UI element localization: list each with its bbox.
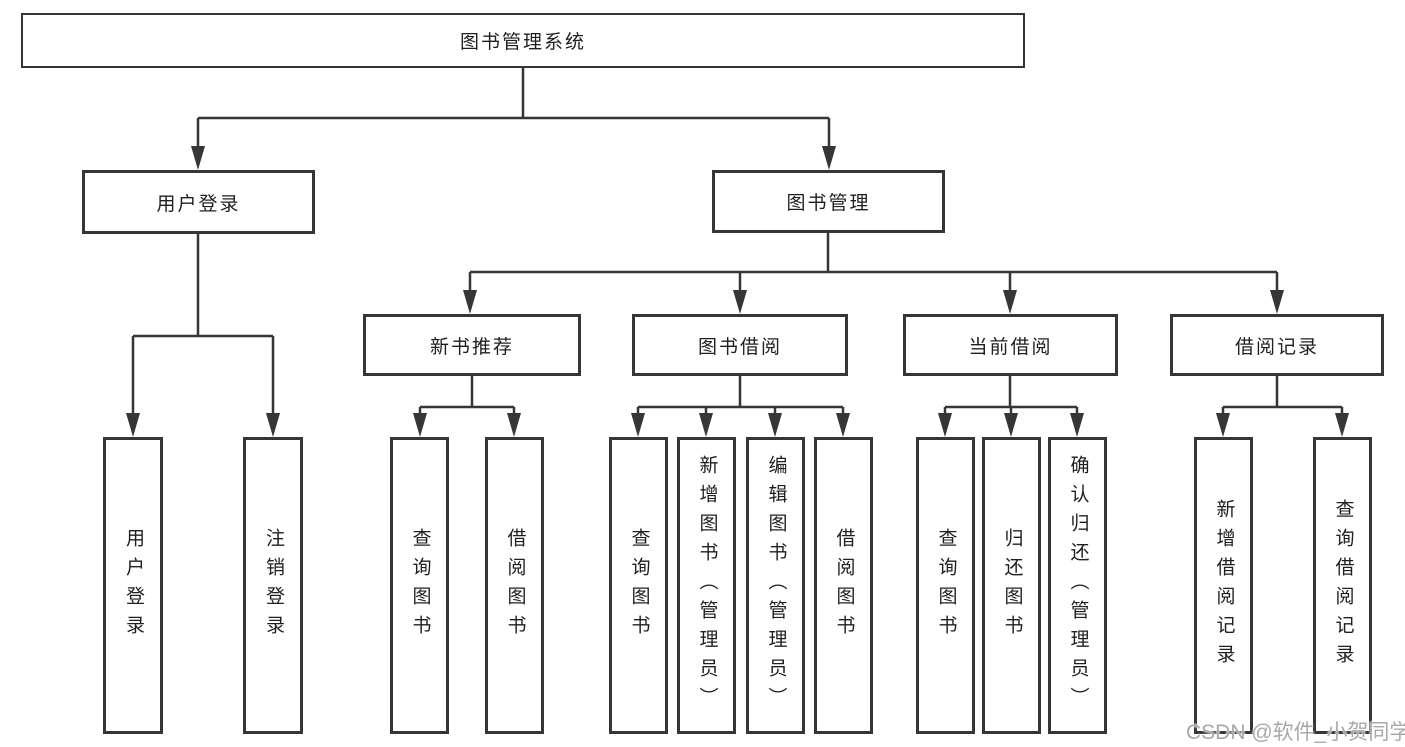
edge-newbookrec-to-leaves (418, 376, 516, 416)
edge-borrowrecords-to-leaves (1221, 376, 1344, 416)
node-root-system: 图书管理系统 (21, 13, 1025, 68)
node-new-book-recommend-label: 新书推荐 (429, 336, 514, 358)
edge-bookmgmt-to-level3 (468, 233, 1279, 292)
leaf-borrow-books-recommend: 借阅图书 (485, 437, 544, 734)
edge-bookborrow-to-leaves (636, 376, 845, 416)
leaf-borrow-books: 借阅图书 (814, 437, 873, 734)
edge-userlogin-to-leaves (131, 234, 275, 416)
node-book-management: 图书管理 (712, 170, 945, 233)
node-root-label: 图书管理系统 (459, 32, 586, 53)
node-new-book-recommend: 新书推荐 (363, 314, 581, 376)
node-book-borrowing-label: 图书借阅 (697, 336, 782, 358)
leaf-return-book: 归还图书 (982, 437, 1041, 734)
node-book-management-label: 图书管理 (786, 193, 871, 214)
node-borrowing-records-label: 借阅记录 (1234, 336, 1319, 358)
node-user-login: 用户登录 (82, 170, 315, 234)
leaf-add-book-admin: 新增图书（管理员） (677, 437, 736, 734)
node-current-borrowing-label: 当前借阅 (968, 336, 1053, 358)
leaf-edit-book-admin: 编辑图书（管理员） (746, 437, 805, 734)
leaf-query-books-current: 查询图书 (916, 437, 975, 734)
leaf-query-books-recommend: 查询图书 (390, 437, 449, 734)
csdn-watermark: CSDN @软件_小贺同学 (1186, 721, 1405, 744)
leaf-query-books-borrowing: 查询图书 (609, 437, 668, 734)
node-book-borrowing: 图书借阅 (632, 314, 848, 376)
edge-currentborrow-to-leaves (943, 376, 1079, 416)
leaf-confirm-return-admin: 确认归还（管理员） (1048, 437, 1107, 734)
edge-root-to-level2 (196, 68, 831, 150)
node-current-borrowing: 当前借阅 (903, 314, 1118, 376)
leaf-logout: 注销登录 (243, 437, 303, 734)
leaf-add-borrow-record: 新增借阅记录 (1194, 437, 1253, 734)
leaf-user-login: 用户登录 (103, 437, 163, 734)
leaf-query-borrow-record: 查询借阅记录 (1313, 437, 1372, 734)
arrowheads (126, 146, 1349, 437)
node-user-login-label: 用户登录 (156, 193, 241, 215)
node-borrowing-records: 借阅记录 (1170, 314, 1384, 376)
